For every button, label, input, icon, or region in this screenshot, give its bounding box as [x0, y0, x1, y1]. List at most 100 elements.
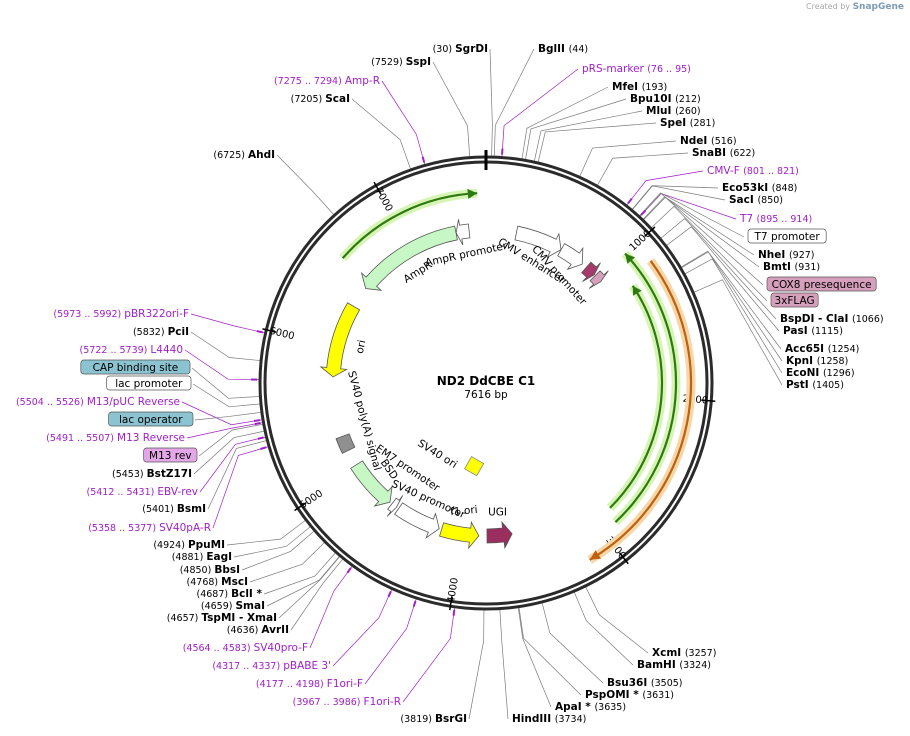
enzyme-bstz17i-name: BstZ17I [147, 468, 192, 480]
primer-prs-marker-label[interactable]: pRS-marker (76 .. 95) [582, 63, 691, 75]
primer-ebv-rev-range: (5412 .. 5431) [86, 487, 157, 498]
enzyme-smai-label[interactable]: (4659) SmaI [201, 600, 265, 612]
boxed-m13-rev-box[interactable] [143, 447, 198, 463]
enzyme-eco53ki-label[interactable]: Eco53kI (848) [722, 182, 797, 194]
enzyme-scai-label[interactable]: (7205) ScaI [291, 93, 350, 105]
feature-cmv-promoter[interactable] [557, 243, 584, 271]
enzyme-bstz17i-leader [193, 430, 265, 475]
boxed-lac-operator-box[interactable] [108, 411, 194, 427]
primer-amp-r-label[interactable]: (7275 .. 7294) Amp-R [274, 75, 380, 87]
primer-f1ori-f-label[interactable]: (4177 .. 4198) F1ori-F [256, 678, 363, 690]
enzyme-kpni-label[interactable]: KpnI (1258) [786, 355, 848, 367]
enzyme-snabi-label[interactable]: SnaBI (622) [692, 147, 755, 159]
primer-sv40pa-r-mark [260, 446, 267, 450]
enzyme-ahdi-label[interactable]: (6725) AhdI [213, 149, 275, 161]
enzyme-pasi-leader [666, 226, 780, 332]
enzyme-pcii-label[interactable]: (5832) PciI [133, 326, 189, 338]
primer-amp-r-mark [421, 156, 426, 163]
boxed-lac-promoter-box[interactable] [106, 375, 192, 391]
feature-ampr[interactable] [360, 225, 458, 291]
open-reading-frames [339, 188, 696, 564]
enzyme-acc65i-name: Acc65I [785, 343, 828, 355]
enzyme-eagi-label[interactable]: (4881) EagI [172, 551, 232, 563]
enzyme-ndei-label[interactable]: NdeI (516) [680, 135, 737, 147]
enzyme-sgrdi-label[interactable]: (30) SgrDI [433, 43, 488, 55]
enzyme-bamhi-label[interactable]: BamHI (3324) [637, 659, 711, 671]
enzyme-hindiii-leader [499, 609, 509, 720]
primer-l4440-label[interactable]: (5722 .. 5739) L4440 [80, 344, 183, 356]
enzyme-acc65i-label[interactable]: Acc65I (1254) [785, 343, 859, 355]
enzyme-pspomi-label[interactable]: PspOMI * (3631) [585, 689, 674, 701]
primer-f1ori-r-range: (3967 .. 3986) [293, 697, 364, 708]
primer-amp-r-name: Amp-R [345, 75, 380, 87]
enzyme-kpni-position: (1258) [817, 356, 849, 367]
primer-l4440-leader [184, 349, 260, 380]
feature-f1-ori[interactable] [439, 520, 480, 550]
primer-f1ori-r-name: F1ori-R [364, 696, 401, 708]
feature-ampr-promoter[interactable] [455, 219, 471, 246]
enzyme-mfei-name: MfeI [612, 81, 642, 93]
enzyme-spei-label[interactable]: SpeI (281) [660, 117, 715, 129]
primer-pbabe-3-label[interactable]: (4317 .. 4337) pBABE 3' [212, 660, 331, 672]
enzyme-apai-label[interactable]: ApaI * (3635) [555, 701, 626, 713]
enzyme-avrii-label[interactable]: (4636) AvrII [227, 624, 289, 636]
enzyme-bstz17i-label[interactable]: (5453) BstZ17I [112, 468, 192, 480]
feature-sv40-poly-a-signal[interactable] [335, 433, 356, 454]
primer-sv40pro-f-label[interactable]: (4564 .. 4583) SV40pro-F [183, 642, 308, 654]
enzyme-bstz17i-position: (5453) [112, 469, 147, 480]
primer-pbr322ori-f-label[interactable]: (5973 .. 5992) pBR322ori-F [53, 308, 189, 320]
enzyme-bsu36i-label[interactable]: Bsu36I (3505) [607, 677, 683, 689]
enzyme-ppumi-label[interactable]: (4924) PpuMI [153, 539, 225, 551]
enzyme-saci-label[interactable]: SacI (850) [729, 194, 783, 206]
enzyme-nhei-label[interactable]: NheI (927) [758, 249, 815, 261]
enzyme-mlui-label[interactable]: MluI (260) [646, 105, 701, 117]
enzyme-snabi-name: SnaBI [692, 147, 730, 159]
enzyme-bsmi-label[interactable]: (5401) BsmI [142, 503, 206, 515]
enzyme-mfei-leader [521, 86, 609, 159]
feature-em7-promoter[interactable] [386, 495, 404, 517]
enzyme-hindiii-label[interactable]: HindIII (3734) [512, 713, 586, 725]
enzyme-bbsi-label[interactable]: (4850) BbsI [180, 564, 240, 576]
primer-f1ori-r-label[interactable]: (3967 .. 3986) F1ori-R [293, 696, 401, 708]
enzyme-bspdi-clai-label[interactable]: BspDI - ClaI (1066) [780, 313, 884, 325]
credit-prefix: Created by [806, 2, 851, 11]
feature-ugi[interactable] [486, 520, 513, 550]
enzyme-xcmi-label[interactable]: XcmI (3257) [652, 647, 716, 659]
feature-cmv-enhancer[interactable] [514, 225, 562, 259]
primer-m13-reverse-label[interactable]: (5491 .. 5507) M13 Reverse [46, 432, 185, 444]
enzyme-bcli-label[interactable]: (4687) BclI * [197, 588, 263, 600]
primer-m13-puc-reverse-label[interactable]: (5504 .. 5526) M13/pUC Reverse [16, 396, 180, 408]
primer-m13-reverse-name: M13 Reverse [117, 432, 185, 444]
enzyme-msci-label[interactable]: (4768) MscI [187, 576, 248, 588]
enzyme-bglii-label[interactable]: BglII (44) [538, 43, 588, 55]
enzyme-bmti-label[interactable]: BmtI (931) [763, 261, 820, 273]
feature-cox8-presequence[interactable] [581, 261, 601, 282]
feature-bsd[interactable] [350, 460, 393, 507]
feature-3xflag[interactable] [588, 270, 609, 289]
boxed-t7-promoter-box[interactable] [747, 228, 827, 244]
enzyme-pasi-label[interactable]: PasI (1115) [783, 325, 843, 337]
primer-pbr322ori-f-leader [190, 313, 265, 334]
enzyme-bsrgi-label[interactable]: (3819) BsrGI [400, 713, 467, 725]
primer-sv40pa-r-label[interactable]: (5358 .. 5377) SV40pA-R [88, 522, 211, 534]
enzyme-psti-label[interactable]: PstI (1405) [786, 379, 844, 391]
tick-label-7000: 7000 [372, 186, 394, 214]
enzyme-tspmi-xmai-label[interactable]: (4657) TspMI - XmaI [167, 612, 277, 624]
boxed-cox8-presequence-box[interactable] [766, 276, 877, 292]
primer-cmv-f-label[interactable]: CMV-F (801 .. 821) [707, 165, 799, 177]
enzyme-econi-label[interactable]: EcoNI (1296) [786, 367, 855, 379]
boxed-3xflag-box[interactable] [770, 292, 819, 308]
primer-f1ori-f-name: F1ori-F [327, 678, 363, 690]
feature-ori[interactable] [319, 302, 361, 378]
primer-t7-label[interactable]: T7 (895 .. 914) [739, 213, 812, 225]
enzyme-bpu10i-label[interactable]: Bpu10I (212) [630, 93, 701, 105]
enzyme-mfei-label[interactable]: MfeI (193) [612, 81, 667, 93]
enzyme-smai-position: (4659) [201, 601, 236, 612]
feature-sv40-promoter[interactable] [394, 502, 440, 539]
primer-ebv-rev-label[interactable]: (5412 .. 5431) EBV-rev [86, 486, 198, 498]
enzyme-econi-name: EcoNI [786, 367, 823, 379]
feature-sv40-ori[interactable] [464, 456, 485, 477]
boxed-cap-binding-site-box[interactable] [80, 359, 191, 375]
tick-mark-4000 [448, 596, 453, 611]
enzyme-sspi-label[interactable]: (7529) SspI [371, 56, 431, 68]
